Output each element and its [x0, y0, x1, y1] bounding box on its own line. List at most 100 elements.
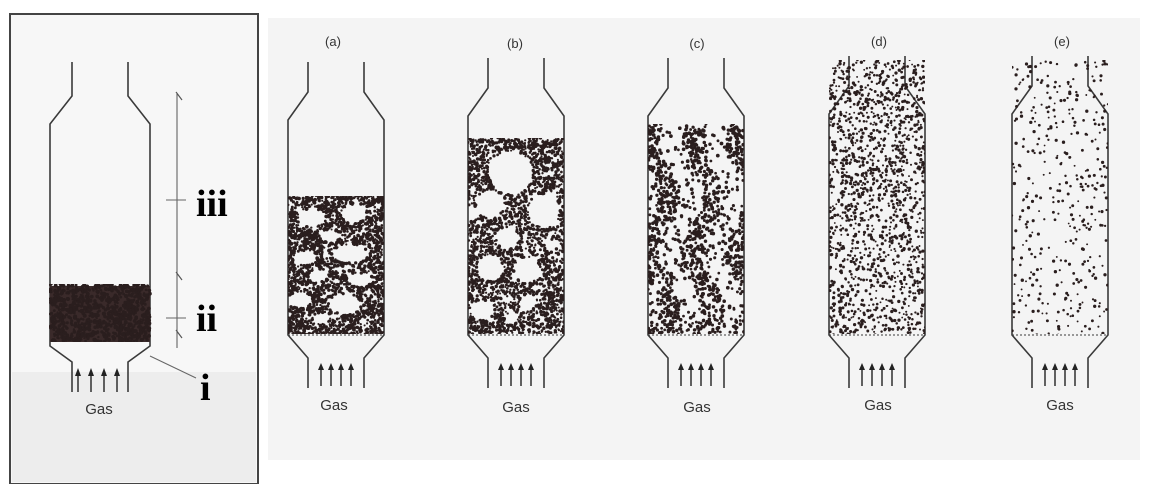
bed-a-particle — [359, 296, 362, 299]
reference-packed-bed-particle — [99, 325, 102, 328]
bed-b-particle — [535, 281, 538, 284]
bed-b-particle — [546, 290, 549, 293]
reference-packed-bed-particle — [77, 339, 80, 342]
bed-b-particle — [488, 330, 491, 333]
bed-a-particle — [357, 321, 360, 324]
bed-b-particle — [481, 325, 484, 328]
bed-b-particle — [503, 217, 506, 220]
bed-b-particle — [544, 154, 547, 157]
bed-a-particle — [358, 242, 361, 245]
bed-a-particle — [379, 229, 383, 233]
bed-b-particle — [500, 322, 502, 324]
bed-b-particle — [487, 176, 491, 180]
bed-b-particle — [496, 154, 499, 157]
bed-a-particle — [290, 208, 294, 212]
bed-a-particle — [325, 200, 329, 204]
bed-b-particle — [497, 301, 500, 304]
bed-b-particle — [498, 225, 501, 228]
bed-b-particle — [491, 331, 494, 334]
bed-b-particle — [491, 323, 494, 326]
bed-b-particle — [468, 160, 472, 164]
bed-a-particle — [369, 212, 372, 215]
reference-packed-bed-particle — [82, 318, 85, 321]
bed-b-particle — [531, 290, 533, 292]
bed-b-particle — [498, 217, 502, 221]
bed-a-particle — [327, 302, 330, 305]
reference-packed-bed-particle — [131, 299, 135, 303]
reference-packed-bed-particle — [138, 324, 140, 326]
bed-b-particle — [486, 325, 489, 328]
reference-packed-bed-particle — [86, 302, 89, 305]
bed-a-particle — [317, 295, 320, 298]
bed-b-particle — [554, 330, 557, 333]
bed-a-particle — [336, 311, 339, 314]
bed-b-particle — [506, 332, 508, 334]
bed-a-particle — [366, 297, 369, 300]
bed-b-particle — [558, 149, 561, 152]
bed-b-particle — [560, 330, 562, 332]
bed-b-particle — [509, 145, 511, 147]
reference-packed-bed-particle — [59, 329, 62, 332]
reference-packed-bed-particle — [50, 312, 53, 315]
bed-b-particle — [536, 310, 538, 312]
reference-packed-bed-particle — [141, 320, 143, 322]
bed-b-particle — [520, 240, 522, 242]
bed-a-particle — [373, 234, 376, 237]
bed-b-particle — [553, 177, 556, 180]
bed-a-particle — [364, 239, 367, 242]
reference-packed-bed-particle — [59, 311, 62, 314]
bed-b-particle — [519, 225, 522, 228]
bed-a-particle — [348, 287, 351, 290]
reference-packed-bed-particle — [135, 339, 138, 342]
bed-b-particle — [493, 232, 496, 235]
bed-b-particle — [521, 325, 524, 328]
reference-packed-bed-particle — [107, 296, 110, 299]
reference-packed-bed-particle — [82, 284, 85, 287]
reference-packed-bed-particle — [128, 315, 130, 317]
bed-a-particle — [296, 279, 299, 282]
reference-packed-bed-particle — [140, 288, 143, 291]
bed-a-particle — [373, 210, 376, 213]
reference-packed-bed-particle — [84, 340, 87, 343]
bed-b-particle — [514, 204, 517, 207]
bed-a-particle — [324, 326, 326, 328]
bed-b-particle — [546, 271, 550, 275]
bed-a-particle — [296, 238, 298, 240]
bed-a-particle — [365, 197, 368, 200]
bed-b-particle — [501, 221, 504, 224]
bed-b-particle — [477, 325, 480, 328]
bed-b-particle — [501, 317, 504, 320]
bed-b-particle — [478, 166, 481, 169]
bed-a-particle — [370, 275, 372, 277]
bed-b-particle — [506, 287, 509, 290]
bed-a-particle — [303, 240, 305, 242]
bed-a-particle — [337, 198, 340, 201]
bed-b-particle — [560, 242, 562, 244]
bed-a-particle — [327, 295, 330, 298]
bed-a-particle — [333, 283, 336, 286]
bed-a-particle — [339, 214, 342, 217]
bed-a-particle — [332, 277, 335, 280]
bed-a-particle — [371, 322, 373, 324]
bed-a-particle — [305, 241, 308, 244]
bed-a-particle — [321, 251, 324, 254]
reference-packed-bed-particle — [123, 327, 125, 329]
reference-packed-bed-particle — [123, 323, 126, 326]
bed-b-particle — [533, 280, 536, 283]
bed-b-particle — [514, 322, 517, 325]
bed-a-particle — [321, 248, 323, 250]
bed-a-particle — [334, 198, 337, 201]
bed-a-particle — [380, 224, 383, 227]
bed-b-particle — [543, 235, 545, 237]
reference-packed-bed-particle — [116, 302, 118, 304]
bed-b-particle — [519, 150, 522, 153]
bed-a-particle — [316, 205, 319, 208]
bed-b-particle — [485, 284, 488, 287]
bed-b-particle — [518, 219, 521, 222]
bed-b-particle — [559, 295, 562, 298]
bed-a-particle — [342, 218, 345, 221]
reference-packed-bed-particle — [55, 305, 58, 308]
reference-packed-bed-particle — [148, 292, 152, 296]
reference-packed-bed-particle — [129, 319, 131, 321]
bed-b-particle — [551, 152, 554, 155]
